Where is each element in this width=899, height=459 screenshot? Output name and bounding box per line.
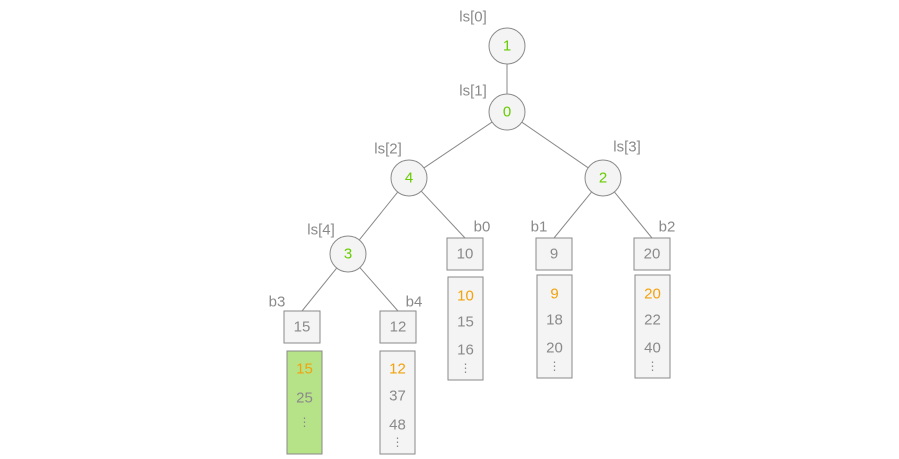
ellipsis-icon: ⋮ — [647, 359, 659, 373]
leaf-box — [535, 237, 573, 271]
tree-edge — [301, 267, 338, 312]
node-tag: ls[0] — [459, 9, 487, 26]
run-list-value: 48 — [389, 417, 406, 434]
tree-node-ls3: 2 ls[3] — [584, 139, 641, 197]
run-list-value: 15 — [457, 314, 474, 331]
leaf-box — [633, 237, 671, 271]
run-list-value: 9 — [550, 286, 558, 303]
tree-node-ls1: 0 ls[1] — [459, 83, 526, 131]
leaf-tag: b4 — [406, 294, 423, 311]
run-list-value: 12 — [389, 361, 406, 378]
run-list-box — [536, 274, 573, 379]
tree-edge — [420, 190, 466, 239]
run-list-value: 18 — [546, 312, 563, 329]
run-list-value: 10 — [457, 288, 474, 305]
run-list-b4: 12 37 48⋮ — [379, 350, 416, 455]
run-list-box — [286, 350, 323, 455]
leaf-value: 15 — [294, 319, 311, 336]
tree-node-ls2: 4ls[2] — [374, 141, 428, 197]
leaf-value: 9 — [550, 246, 558, 263]
leaf-tag: b0 — [474, 219, 491, 236]
tree-edges — [301, 64, 653, 312]
leaf-box — [446, 237, 484, 271]
run-list-value: 20 — [644, 286, 661, 303]
leaf-b1: 9b1 — [531, 219, 573, 271]
node-value: 0 — [503, 104, 511, 121]
tree-edge — [359, 267, 399, 312]
leaf-tag: b3 — [269, 294, 286, 311]
run-list-box — [379, 350, 416, 455]
tree-edge — [553, 191, 593, 239]
leaf-b3: 15 b3 — [269, 294, 321, 344]
run-list-box — [634, 274, 671, 379]
node-value: 3 — [344, 246, 352, 263]
leaf-tag: b2 — [659, 219, 676, 236]
node-tag: ls[1] — [459, 83, 487, 100]
run-list-b2: 20 22 40 ⋮ — [634, 274, 671, 379]
leaf-value: 20 — [644, 246, 661, 263]
tree-node-ls4: 3 ls[4] — [307, 222, 367, 273]
run-list-b3: 15 25 ⋮ — [286, 350, 323, 455]
node-circle — [488, 27, 526, 65]
tree-edge — [613, 191, 653, 239]
run-list-value: 16 — [457, 342, 474, 359]
node-tag: ls[2] — [374, 141, 402, 158]
run-list-box — [447, 276, 484, 381]
node-value: 4 — [405, 170, 413, 187]
ellipsis-icon: ⋮ — [299, 415, 311, 429]
run-list-b1: 9 18 20 ⋮ — [536, 274, 573, 379]
leaf-b2: 20 b2 — [633, 219, 676, 271]
leaf-value: 12 — [390, 319, 407, 336]
tree-nodes: 1 ls[0] 0 ls[1] 4ls[2] 2 ls[3] 3 ls[4] — [307, 9, 641, 273]
tree-edge — [358, 191, 399, 241]
run-list-value: 40 — [644, 340, 661, 357]
leaf-value: 10 — [457, 246, 474, 263]
node-value: 2 — [599, 170, 607, 187]
node-circle — [390, 159, 428, 197]
node-circle — [329, 235, 367, 273]
leaf-box — [283, 310, 321, 344]
ellipsis-icon: ⋮ — [392, 435, 404, 449]
leaf-box — [379, 310, 417, 344]
leaf-tag: b1 — [531, 219, 548, 236]
run-list-value: 22 — [644, 312, 661, 329]
tree-edge — [423, 121, 493, 169]
ellipsis-icon: ⋮ — [549, 359, 561, 373]
run-list-value: 37 — [389, 388, 406, 405]
run-list-value: 20 — [546, 340, 563, 357]
node-circle — [488, 93, 526, 131]
run-list-value: 15 — [296, 361, 313, 378]
node-circle — [584, 159, 622, 197]
node-tag: ls[3] — [613, 139, 641, 156]
node-tag: ls[4] — [307, 222, 335, 239]
tree-edge — [521, 121, 589, 169]
tree-node-ls0: 1 ls[0] — [459, 9, 526, 65]
run-list-b0: 10 15 16 ⋮ — [447, 276, 484, 381]
run-list-value: 25 — [296, 390, 313, 407]
node-value: 1 — [503, 38, 511, 55]
ellipsis-icon: ⋮ — [460, 361, 472, 375]
